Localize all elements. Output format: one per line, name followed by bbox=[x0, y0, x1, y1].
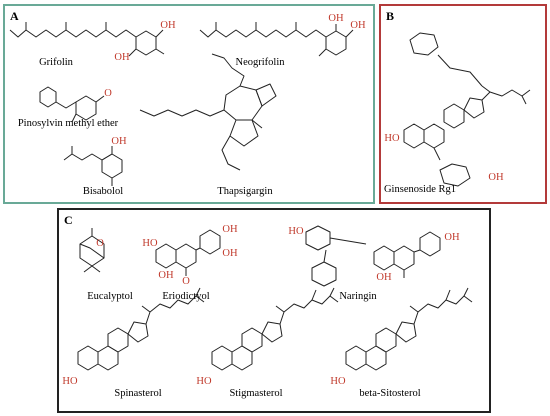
label-ginsenoside: Ginsenoside Rg1 bbox=[383, 184, 457, 195]
bisabolol-structure bbox=[63, 146, 123, 186]
label-neogrifolin: Neogrifolin bbox=[235, 57, 285, 68]
eucalyptol-structure bbox=[79, 228, 105, 273]
grifolin-structure bbox=[9, 22, 165, 57]
atom-oh: OH bbox=[328, 13, 344, 24]
atom-oh: OH bbox=[350, 20, 366, 31]
pinosylvin-structure bbox=[39, 86, 105, 123]
atom-oh: OH bbox=[444, 232, 460, 243]
label-naringin: Naringin bbox=[339, 291, 377, 302]
atom-oh: OH bbox=[376, 272, 392, 283]
panel-c-letter: C bbox=[64, 213, 73, 227]
atom-o: O bbox=[104, 88, 112, 99]
naringin-structure bbox=[305, 225, 441, 287]
atom-ho: HO bbox=[384, 133, 400, 144]
atom-oh: OH bbox=[114, 52, 130, 63]
label-pinosylvin: Pinosylvin methyl ether bbox=[17, 118, 119, 129]
atom-ho: HO bbox=[62, 376, 78, 387]
atom-ho: HO bbox=[196, 376, 212, 387]
panel-a-letter: A bbox=[10, 9, 19, 23]
panel-a: A bbox=[3, 4, 375, 204]
stigmasterol-structure bbox=[211, 287, 339, 371]
atom-ho: HO bbox=[142, 238, 158, 249]
label-grifolin: Grifolin bbox=[39, 57, 73, 68]
spinasterol-structure bbox=[77, 287, 205, 371]
panel-b: B bbox=[379, 4, 547, 204]
panel-b-letter: B bbox=[386, 9, 395, 23]
label-eriodictyol: Eriodictyol bbox=[162, 291, 210, 302]
label-bisabolol: Bisabolol bbox=[82, 186, 124, 197]
label-spinasterol: Spinasterol bbox=[114, 388, 162, 399]
neogrifolin-structure bbox=[199, 22, 354, 57]
eriodictyol-structure bbox=[155, 229, 221, 276]
label-sitosterol: beta-Sitosterol bbox=[359, 388, 421, 399]
ginsenoside-structure bbox=[403, 32, 531, 187]
panel-c: C bbox=[57, 208, 491, 413]
atom-oh: OH bbox=[111, 136, 127, 147]
label-eucalyptol: Eucalyptol bbox=[87, 291, 133, 302]
atom-ho: HO bbox=[288, 226, 304, 237]
label-stigmasterol: Stigmasterol bbox=[229, 388, 283, 399]
atom-o: O bbox=[182, 276, 190, 287]
atom-o: O bbox=[96, 238, 104, 249]
thapsigargin-structure bbox=[139, 53, 277, 171]
atom-oh: OH bbox=[222, 224, 238, 235]
atom-oh: OH bbox=[158, 270, 174, 281]
atom-oh: OH bbox=[488, 172, 504, 183]
label-thapsigargin: Thapsigargin bbox=[217, 186, 273, 197]
atom-ho: HO bbox=[330, 376, 346, 387]
sitosterol-structure bbox=[345, 287, 473, 371]
atom-oh: OH bbox=[160, 20, 176, 31]
atom-oh: OH bbox=[222, 248, 238, 259]
